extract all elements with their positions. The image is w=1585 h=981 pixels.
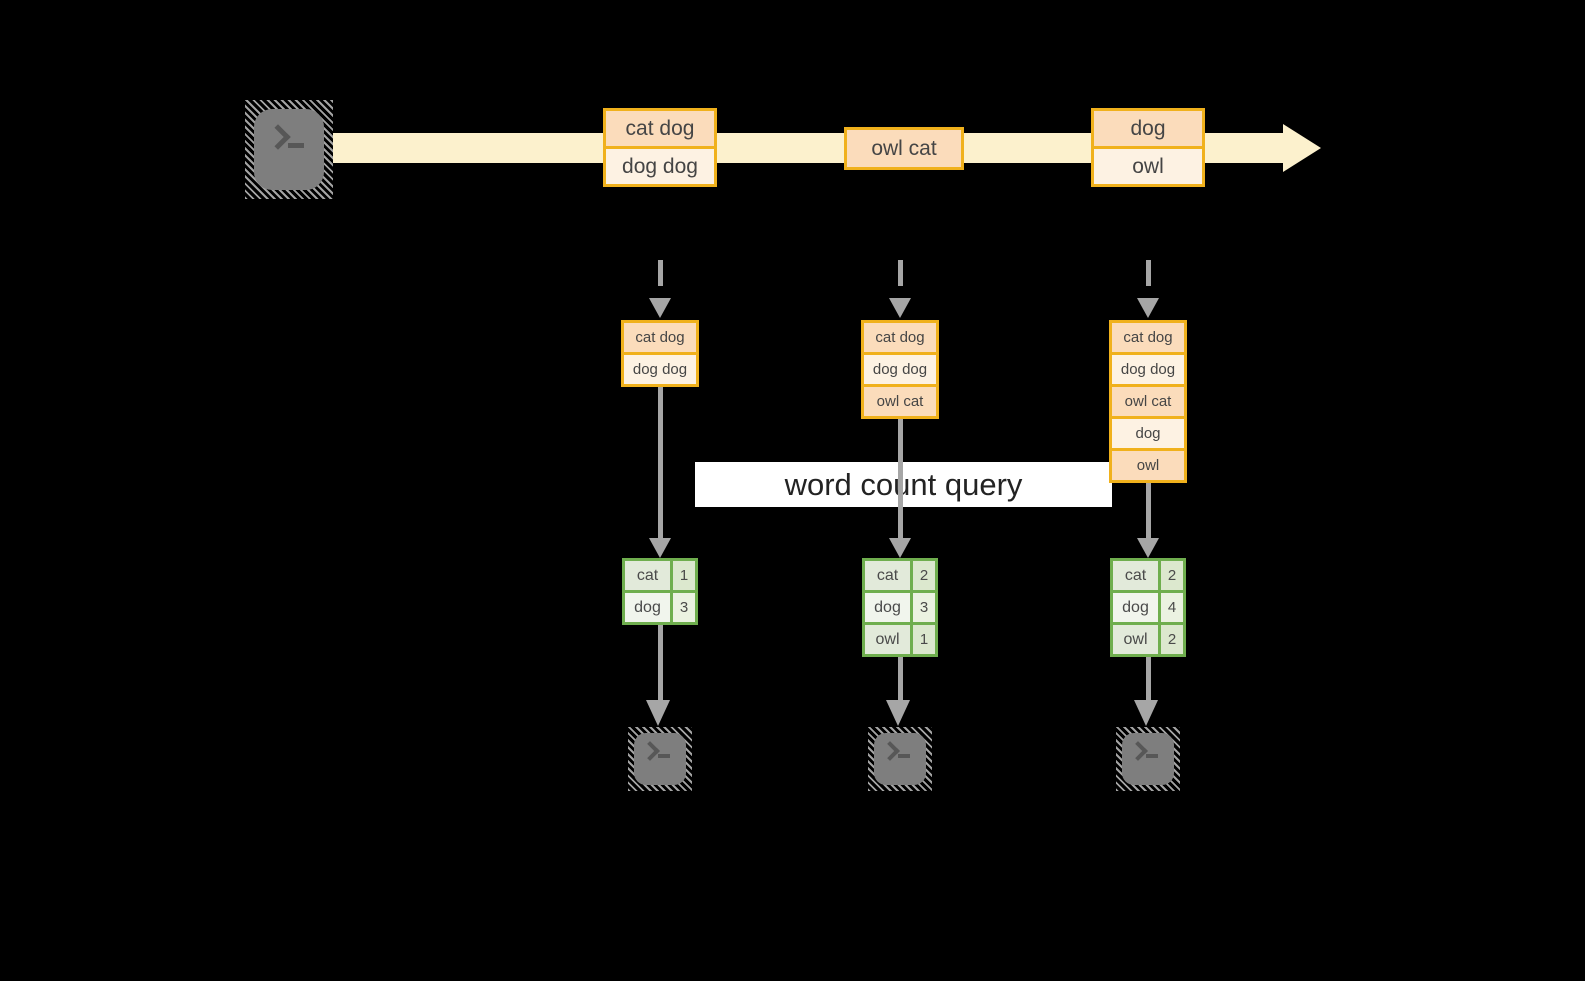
prompt-underscore-icon (287, 143, 304, 149)
count-cell: 1 (913, 625, 935, 654)
arrowhead-down-icon (1137, 538, 1159, 558)
stack-cell: dog dog (864, 355, 936, 384)
query-arrow-line (658, 387, 663, 539)
stream-event-box-3: dog owl (1091, 108, 1205, 187)
count-cell: 3 (673, 593, 695, 622)
sink-arrow-line (1146, 657, 1151, 701)
count-table-1: cat 1 dog 3 (622, 558, 698, 625)
event-cell: dog dog (606, 149, 714, 184)
stack-cell: dog dog (1112, 355, 1184, 384)
terminal-body (874, 733, 926, 785)
word-cell: dog (865, 593, 910, 622)
word-cell: owl (865, 625, 910, 654)
arrowhead-down-icon (1134, 700, 1158, 726)
stack-cell: owl cat (864, 387, 936, 416)
stack-cell: cat dog (624, 323, 696, 352)
prompt-underscore-icon (897, 753, 910, 758)
event-cell: owl (1094, 149, 1202, 184)
stack-cell: dog dog (624, 355, 696, 384)
prompt-chevron-icon (640, 741, 661, 762)
arrowhead-down-icon (649, 298, 671, 318)
event-cell: owl cat (847, 130, 961, 167)
stack-cell: cat dog (864, 323, 936, 352)
event-stack-3: cat dog dog dog owl cat dog owl (1109, 320, 1187, 483)
count-table-2: cat 2 dog 3 owl 1 (862, 558, 938, 657)
terminal-body (254, 109, 324, 190)
sink-arrow-line (658, 625, 663, 701)
sink-arrow-line (898, 657, 903, 701)
prompt-chevron-icon (880, 741, 901, 762)
stream-arrowhead-icon (1283, 124, 1321, 172)
query-banner: word count query (695, 462, 1112, 507)
count-cell: 3 (913, 593, 935, 622)
count-cell: 2 (1161, 625, 1183, 654)
word-cell: cat (1113, 561, 1158, 590)
event-stack-2: cat dog dog dog owl cat (861, 320, 939, 419)
word-cell: cat (865, 561, 910, 590)
arrowhead-down-icon (646, 700, 670, 726)
dashed-arrow-line (658, 260, 663, 298)
query-banner-label: word count query (784, 466, 1023, 502)
dashed-arrow-line (898, 260, 903, 298)
sink-terminal-icon (1116, 727, 1180, 791)
word-cell: dog (1113, 593, 1158, 622)
stack-cell: owl (1112, 451, 1184, 480)
event-cell: cat dog (606, 111, 714, 146)
prompt-underscore-icon (657, 753, 670, 758)
query-arrow-line (1146, 483, 1151, 538)
count-cell: 2 (913, 561, 935, 590)
count-cell: 4 (1161, 593, 1183, 622)
word-cell: owl (1113, 625, 1158, 654)
count-cell: 2 (1161, 561, 1183, 590)
stack-cell: cat dog (1112, 323, 1184, 352)
terminal-body (634, 733, 686, 785)
source-terminal-icon (245, 100, 333, 199)
prompt-underscore-icon (1145, 753, 1158, 758)
count-cell: 1 (673, 561, 695, 590)
sink-terminal-icon (628, 727, 692, 791)
word-cell: dog (625, 593, 670, 622)
arrowhead-down-icon (889, 538, 911, 558)
dashed-arrow-line (1146, 260, 1151, 298)
stream-event-box-2: owl cat (844, 127, 964, 170)
query-arrow-line (898, 419, 903, 538)
terminal-body (1122, 733, 1174, 785)
sink-terminal-icon (868, 727, 932, 791)
arrowhead-down-icon (889, 298, 911, 318)
count-table-3: cat 2 dog 4 owl 2 (1110, 558, 1186, 657)
event-cell: dog (1094, 111, 1202, 146)
stack-cell: owl cat (1112, 387, 1184, 416)
arrowhead-down-icon (649, 538, 671, 558)
stack-cell: dog (1112, 419, 1184, 448)
event-stack-1: cat dog dog dog (621, 320, 699, 387)
stream-event-box-1: cat dog dog dog (603, 108, 717, 187)
word-cell: cat (625, 561, 670, 590)
arrowhead-down-icon (886, 700, 910, 726)
arrowhead-down-icon (1137, 298, 1159, 318)
prompt-chevron-icon (1128, 741, 1149, 762)
